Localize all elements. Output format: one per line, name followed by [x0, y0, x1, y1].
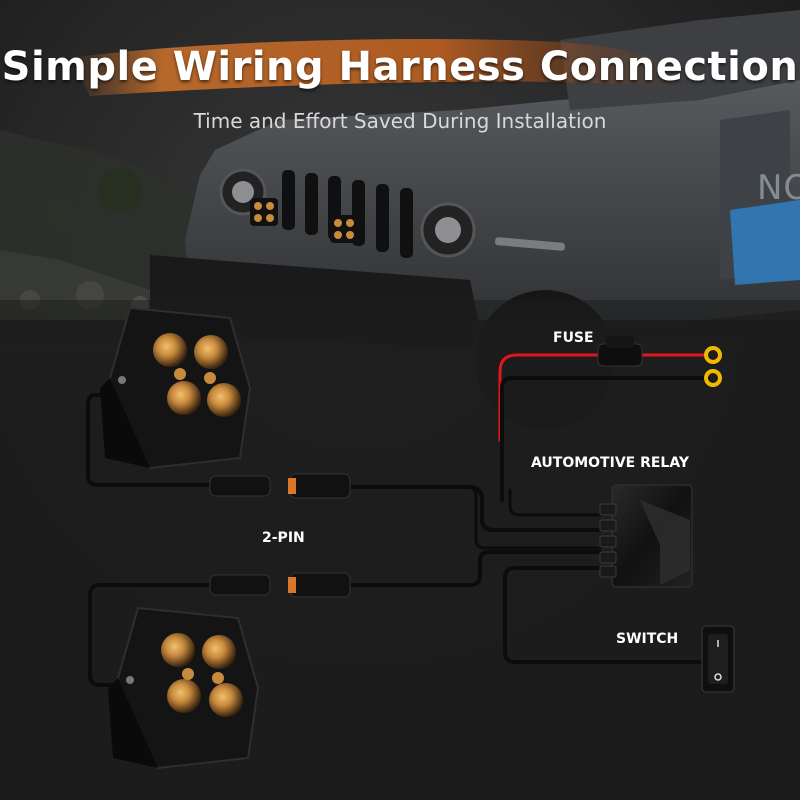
- connector-label: 2-PIN: [262, 530, 305, 546]
- switch-label: SWITCH: [616, 631, 679, 647]
- fuse-holder-icon: [597, 336, 643, 367]
- decal-stripe: [730, 200, 800, 285]
- wiring-harness: [86, 353, 710, 687]
- fuse-label: FUSE: [553, 330, 594, 346]
- page-subtitle: Time and Effort Saved During Installatio…: [193, 109, 607, 133]
- led-pod-light-icon: [100, 306, 252, 470]
- led-pod-light-icon: [108, 606, 260, 770]
- brush-stroke-decoration: [70, 38, 690, 96]
- ring-terminal-icon: [704, 346, 722, 387]
- rocker-switch-icon: [701, 625, 735, 693]
- vehicle-badge: NO: [757, 168, 800, 208]
- relay-box-icon: [599, 484, 693, 588]
- connector-plug-icon: [209, 473, 351, 598]
- relay-label: AUTOMOTIVE RELAY: [531, 455, 689, 471]
- page-title: Simple Wiring Harness Connection: [1, 44, 799, 90]
